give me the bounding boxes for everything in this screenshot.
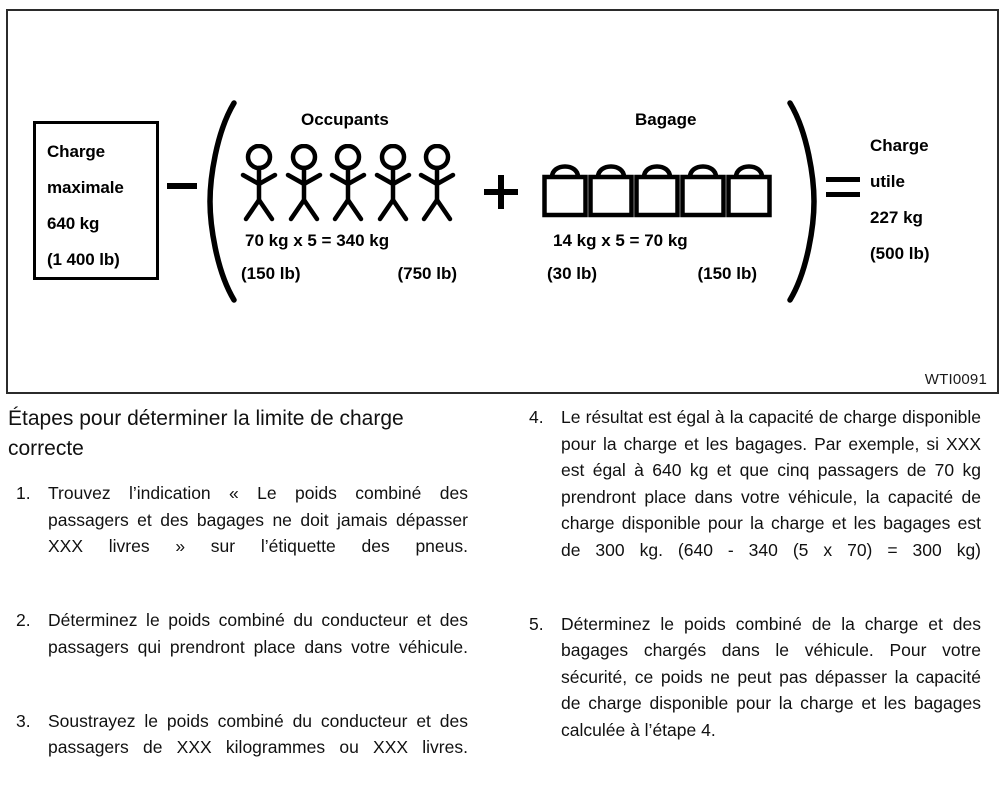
equals-operator-icon bbox=[826, 177, 860, 199]
bagage-total-weight-lb: (150 lb) bbox=[697, 264, 757, 283]
suitcase-icon bbox=[634, 164, 680, 218]
list-item: 2. Déterminez le poids combiné du conduc… bbox=[8, 607, 468, 687]
figure-code-label: WTI0091 bbox=[924, 371, 987, 388]
person-icon bbox=[418, 144, 456, 222]
text-column-left: Étapes pour déterminer la limite de char… bbox=[8, 404, 468, 787]
plus-operator-icon bbox=[484, 175, 518, 209]
person-icon bbox=[240, 144, 278, 222]
step-number: 4. bbox=[529, 407, 544, 427]
steps-list-right: 4. Le résultat est égal à la capacité de… bbox=[521, 404, 981, 743]
payload-result: Charge utile 227 kg (500 lb) bbox=[870, 128, 930, 272]
open-parenthesis-icon bbox=[204, 99, 238, 304]
step-number: 3. bbox=[16, 710, 31, 731]
occupants-title: Occupants bbox=[301, 110, 389, 129]
instructions-area: Étapes pour déterminer la limite de char… bbox=[0, 404, 1006, 795]
person-icon bbox=[285, 144, 322, 222]
figure-stage: Charge maximale 640 kg (1 400 lb) Occupa… bbox=[8, 11, 997, 392]
step-number: 5. bbox=[529, 613, 544, 634]
person-icon bbox=[329, 144, 367, 222]
max-load-line-4: (1 400 lb) bbox=[47, 250, 120, 269]
suitcase-icon bbox=[542, 164, 588, 218]
person-icon bbox=[374, 144, 411, 222]
list-item: 4. Le résultat est égal à la capacité de… bbox=[521, 404, 981, 590]
list-item: 5. Déterminez le poids combiné de la cha… bbox=[521, 611, 981, 744]
step-text: Soustrayez le poids combiné du conducteu… bbox=[48, 710, 468, 758]
page-title: Étapes pour déterminer la limite de char… bbox=[8, 407, 404, 460]
step-text: Le résultat est égal à la capacité de ch… bbox=[561, 407, 981, 560]
occupants-total-weight-lb: (750 lb) bbox=[397, 264, 457, 283]
suitcase-icon bbox=[680, 164, 726, 218]
list-item: 1. Trouvez l’indication « Le poids combi… bbox=[8, 480, 468, 586]
minus-operator-icon bbox=[167, 183, 197, 189]
list-item: 3. Soustrayez le poids combiné du conduc… bbox=[8, 708, 468, 788]
bagage-formula-imperial: (30 lb) (150 lb) bbox=[547, 264, 757, 284]
payload-line-1: Charge bbox=[870, 136, 929, 155]
payload-line-2: utile bbox=[870, 172, 905, 191]
occupants-unit-weight-lb: (150 lb) bbox=[241, 264, 301, 283]
payload-line-4: (500 lb) bbox=[870, 244, 930, 263]
step-text: Déterminez le poids combiné du conducteu… bbox=[48, 610, 468, 657]
max-load-line-2: maximale bbox=[47, 178, 124, 197]
text-column-right: 4. Le résultat est égal à la capacité de… bbox=[521, 404, 981, 743]
suitcase-icon bbox=[588, 164, 634, 218]
steps-list-left: 1. Trouvez l’indication « Le poids combi… bbox=[8, 480, 468, 787]
close-parenthesis-icon bbox=[786, 99, 820, 304]
payload-line-3: 227 kg bbox=[870, 208, 923, 227]
suitcase-icon bbox=[726, 164, 772, 218]
bagage-title: Bagage bbox=[635, 110, 697, 129]
occupants-pictogram-group bbox=[240, 144, 456, 222]
bagage-unit-weight-lb: (30 lb) bbox=[547, 264, 598, 283]
max-load-line-3: 640 kg bbox=[47, 214, 100, 233]
step-text: Trouvez l’indication « Le poids combiné … bbox=[48, 483, 468, 556]
step-number: 2. bbox=[16, 610, 31, 630]
step-number: 1. bbox=[16, 483, 31, 503]
occupants-formula: 70 kg x 5 = 340 kg bbox=[245, 231, 390, 250]
max-load-box: Charge maximale 640 kg (1 400 lb) bbox=[33, 121, 159, 280]
load-limit-figure: Charge maximale 640 kg (1 400 lb) Occupa… bbox=[6, 9, 999, 394]
occupants-formula-imperial: (150 lb) (750 lb) bbox=[241, 264, 457, 284]
bagage-pictogram-group bbox=[542, 157, 774, 219]
bagage-formula: 14 kg x 5 = 70 kg bbox=[553, 231, 688, 250]
step-text: Déterminez le poids combiné de la charge… bbox=[561, 613, 981, 740]
max-load-line-1: Charge bbox=[47, 142, 105, 161]
